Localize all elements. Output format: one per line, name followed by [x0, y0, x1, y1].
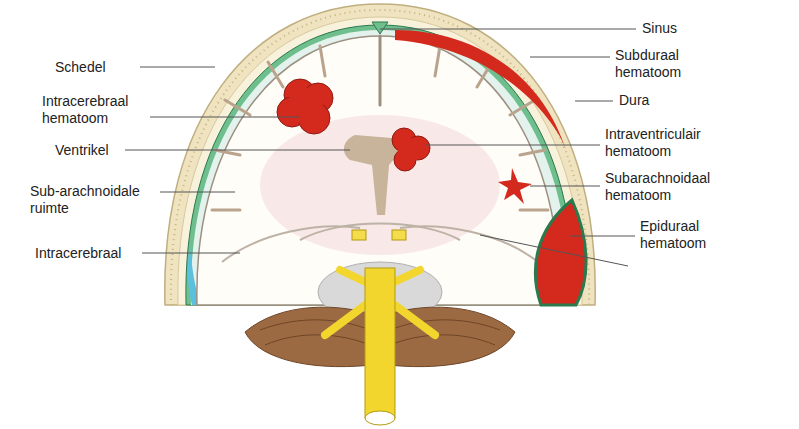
skull — [165, 4, 595, 305]
skull-texture — [171, 10, 589, 305]
intracerebral-hematoma — [277, 79, 333, 134]
epidural-hematoma — [535, 200, 586, 305]
skull-outer — [165, 4, 595, 305]
callout-label: Intracerebraal hematoom — [42, 93, 147, 127]
ventricle — [344, 135, 400, 215]
callout-label: Ventrikel — [55, 142, 109, 159]
callout-label: Sub-arachnoidale ruimte — [30, 183, 155, 217]
sinus — [372, 22, 388, 34]
intraventricular-hematoma — [392, 128, 430, 171]
callout-label: Intracerebraal — [35, 245, 121, 262]
nucleus — [352, 230, 366, 240]
callout-label: Schedel — [55, 59, 106, 76]
callout-label: Sinus — [642, 20, 677, 37]
spinal-cord-cut — [365, 411, 395, 425]
callout-label: Epiduraal hematoom — [640, 218, 720, 252]
subarachnoid-hematoma — [498, 168, 532, 204]
deep-gray-matter — [260, 115, 500, 255]
callout-label: Dura — [619, 92, 649, 109]
nucleus — [392, 230, 406, 240]
brainstem — [365, 268, 395, 418]
callout-label: Subarachnoidaal hematoom — [605, 170, 730, 204]
leader-lines — [125, 29, 636, 266]
temporal-lobes — [222, 224, 538, 263]
callout-label: Subduraal hematoom — [615, 47, 695, 81]
subdural-hematoma — [395, 30, 566, 150]
callout-label: Intraventriculair hematoom — [605, 126, 725, 160]
